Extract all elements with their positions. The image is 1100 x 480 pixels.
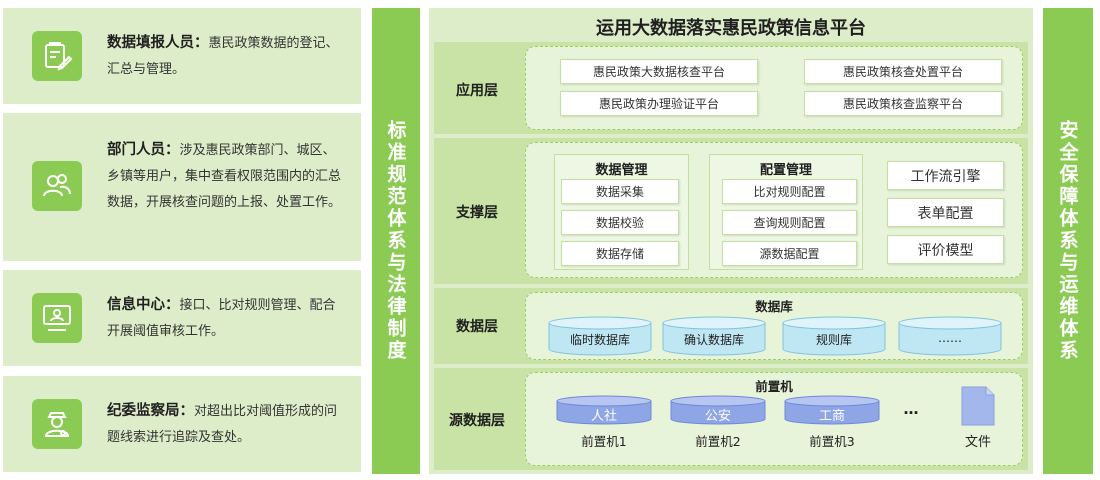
support-item: 比对规则配置: [722, 179, 857, 204]
database-cylinder: 规则库: [782, 316, 886, 356]
support-layer-panel: 数据管理 数据采集 数据校验 数据存储 配置管理 比对规则配置 查询规则配置 源…: [525, 142, 1023, 278]
support-item: 查询规则配置: [722, 210, 857, 235]
database-label: 确认数据库: [683, 333, 744, 347]
front-server-cylinder: 工商: [784, 395, 880, 425]
front-server-caption: 前置机3: [809, 434, 855, 449]
user-title: 数据填报人员：: [107, 35, 209, 51]
data-management-group: 数据管理 数据采集 数据校验 数据存储: [554, 154, 689, 270]
user-card-text: 信息中心：接口、比对规则管理、配合开展阈值审核工作。: [107, 292, 347, 345]
user-desc: 接口、比对规则管理、配合开展阈值审核工作。: [107, 298, 336, 339]
source-layer: 源数据层 前置机 人社 前置机1 公安 前置机2 工商 前置机3 … 文件: [434, 368, 1028, 470]
user-title: 部门人员：: [107, 142, 180, 158]
source-layer-panel: 前置机 人社 前置机1 公安 前置机2 工商 前置机3 … 文件: [525, 372, 1023, 466]
group-title: 数据管理: [595, 163, 648, 178]
front-server-cylinder: 人社: [556, 395, 652, 425]
monitor-user-icon: [32, 293, 82, 343]
database-label: 规则库: [815, 333, 852, 347]
app-item: 惠民政策核查监察平台: [804, 91, 1002, 116]
user-title: 纪委监察局：: [107, 403, 194, 419]
database-cylinder: 确认数据库: [662, 316, 766, 356]
people-icon: [32, 161, 82, 211]
layer-label: 应用层: [456, 83, 498, 99]
front-server-caption: 前置机1: [581, 434, 627, 449]
user-card-text: 数据填报人员：惠民政策数据的登记、汇总与管理。: [107, 30, 347, 83]
source-name: 工商: [818, 409, 845, 424]
file-caption: 文件: [964, 435, 991, 450]
user-desc: 惠民政策数据的登记、汇总与管理。: [107, 36, 339, 77]
front-server-caption: 前置机2: [695, 434, 741, 449]
source-ellipsis: …: [903, 400, 919, 418]
app-layer-panel: 惠民政策大数据核查平台 惠民政策核查处置平台 惠民政策办理验证平台 惠民政策核查…: [525, 46, 1023, 130]
app-item: 惠民政策核查处置平台: [804, 59, 1002, 84]
database-label: ……: [938, 331, 962, 345]
user-card-text: 纪委监察局：对超出比对阈值形成的问题线索进行追踪及查处。: [107, 398, 347, 451]
support-item: 数据校验: [561, 210, 679, 235]
source-name: 人社: [590, 409, 617, 424]
user-card-text: 部门人员：涉及惠民政策部门、城区、乡镇等用户，集中查看权限范围内的汇总数据，开展…: [107, 137, 347, 216]
group-title: 配置管理: [759, 163, 812, 178]
engine-item: 工作流引擎: [887, 161, 1004, 190]
data-layer: 数据层 数据库 临时数据库 确认数据库 规则库 ……: [434, 288, 1028, 364]
database-label: 临时数据库: [569, 333, 630, 347]
support-item: 源数据配置: [722, 241, 857, 266]
app-item: 惠民政策办理验证平台: [560, 91, 758, 116]
security-bar-label: 安全保障体系与运维体系: [1056, 120, 1079, 362]
platform-title: 运用大数据落实惠民政策信息平台: [596, 18, 866, 39]
user-card-data-entry: 数据填报人员：惠民政策数据的登记、汇总与管理。: [3, 8, 361, 104]
support-item: 数据存储: [561, 241, 679, 266]
data-layer-panel: 数据库 临时数据库 确认数据库 规则库 ……: [525, 292, 1023, 360]
database-cylinder: 临时数据库: [548, 316, 652, 356]
front-server-cylinder: 公安: [670, 395, 766, 425]
app-item: 惠民政策大数据核查平台: [560, 59, 758, 84]
engine-item: 评价模型: [887, 235, 1004, 264]
user-card-inspection: 纪委监察局：对超出比对阈值形成的问题线索进行追踪及查处。: [3, 376, 361, 472]
app-layer: 应用层 惠民政策大数据核查平台 惠民政策核查处置平台 惠民政策办理验证平台 惠民…: [434, 42, 1028, 134]
file-icon: [958, 385, 998, 427]
security-bar: 安全保障体系与运维体系: [1043, 8, 1093, 474]
inspector-icon: [32, 399, 82, 449]
platform: 运用大数据落实惠民政策信息平台 应用层 惠民政策大数据核查平台 惠民政策核查处置…: [429, 8, 1033, 474]
front-server-title: 前置机: [755, 379, 793, 394]
user-desc: 对超出比对阈值形成的问题线索进行追踪及查处。: [107, 404, 338, 445]
user-card-info-center: 信息中心：接口、比对规则管理、配合开展阈值审核工作。: [3, 270, 361, 366]
standards-bar: 标准规范体系与法律制度: [372, 8, 420, 474]
source-name: 公安: [704, 409, 731, 424]
layer-label: 数据层: [456, 319, 498, 335]
user-title: 信息中心：: [107, 297, 180, 313]
support-layer: 支撑层 数据管理 数据采集 数据校验 数据存储 配置管理 比对规则配置 查询规则…: [434, 138, 1028, 284]
layer-label: 支撑层: [456, 205, 498, 221]
form-edit-icon: [32, 31, 82, 81]
user-card-department: 部门人员：涉及惠民政策部门、城区、乡镇等用户，集中查看权限范围内的汇总数据，开展…: [3, 113, 361, 261]
database-cylinder: ……: [898, 316, 1002, 356]
layer-label: 源数据层: [449, 413, 505, 429]
engine-item: 表单配置: [887, 198, 1004, 227]
config-management-group: 配置管理 比对规则配置 查询规则配置 源数据配置: [709, 154, 863, 270]
database-title: 数据库: [755, 299, 793, 314]
user-desc: 涉及惠民政策部门、城区、乡镇等用户，集中查看权限范围内的汇总数据，开展核查问题的…: [107, 143, 342, 210]
support-item: 数据采集: [561, 179, 679, 204]
standards-bar-label: 标准规范体系与法律制度: [384, 120, 407, 362]
